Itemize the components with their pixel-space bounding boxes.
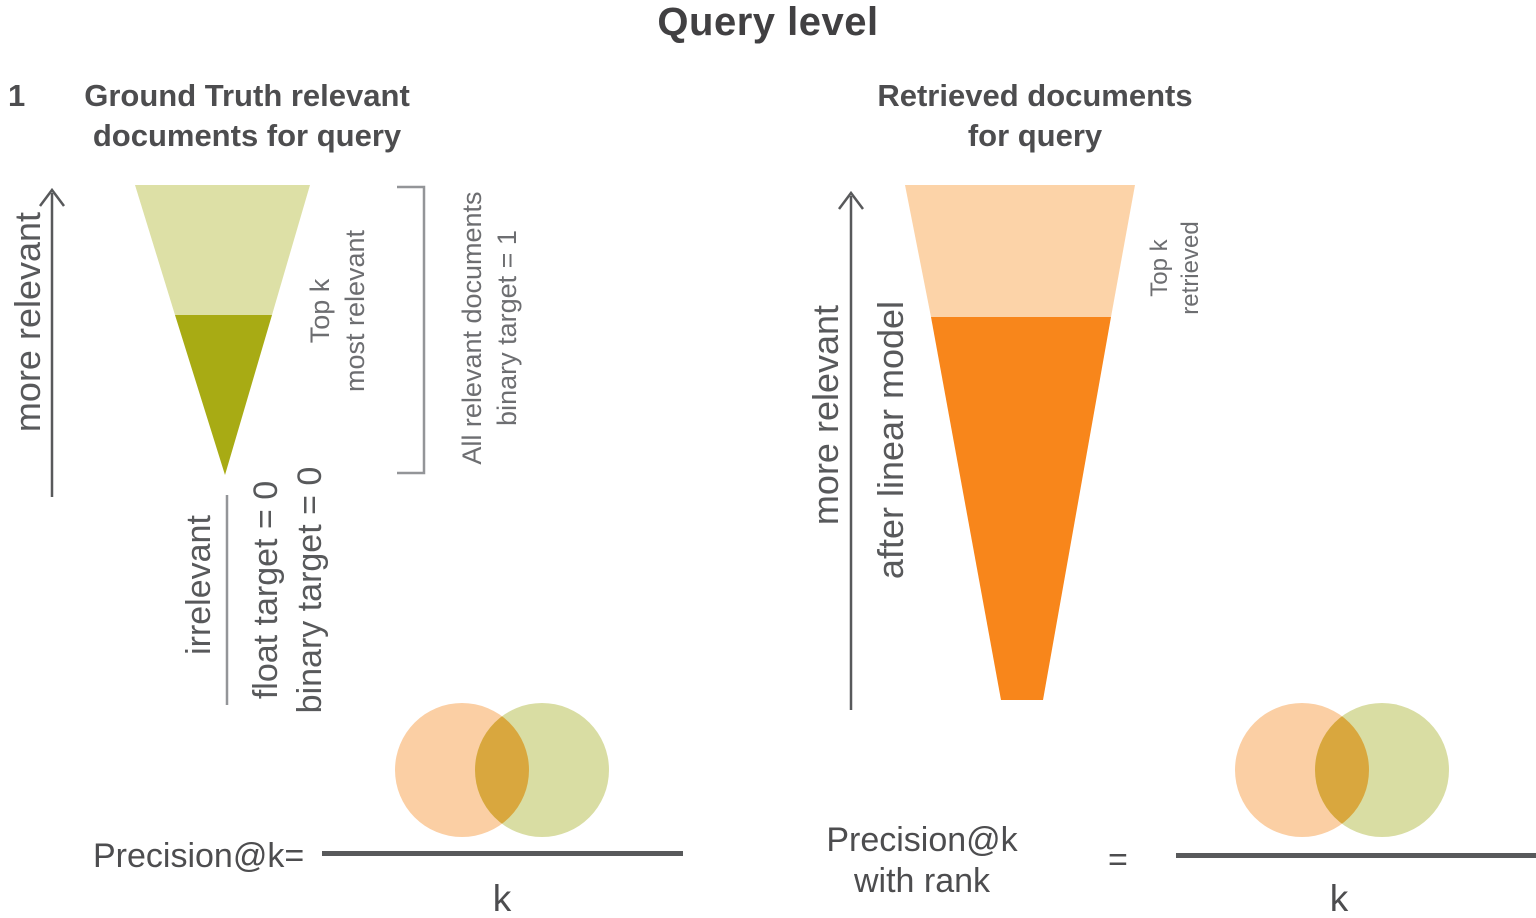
all-relevant-bracket: [397, 185, 426, 475]
ground-truth-funnel-bottom: [175, 315, 272, 475]
retrieved-heading: Retrieved documents for query: [877, 78, 1193, 153]
right-relevance-arrow: [838, 190, 864, 710]
precision-at-k-label: Precision@k=: [93, 837, 305, 875]
right-venn-intersection: [1315, 703, 1369, 837]
right-fraction-bar: [1176, 853, 1536, 858]
left-venn-diagram: [395, 703, 609, 837]
top-k-retrieved-label: Top k retrieved: [1146, 221, 1205, 315]
right-venn-diagram: [1235, 703, 1449, 837]
after-linear-model-label: after linear model: [870, 300, 911, 580]
precision-with-rank-label: Precision@k with rank: [826, 821, 1018, 900]
right-denominator-k: k: [1329, 878, 1349, 918]
retrieved-funnel-top: [905, 185, 1135, 317]
left-venn-intersection: [475, 703, 529, 837]
irrelevant-label: irrelevant: [180, 515, 218, 655]
left-fraction-bar: [322, 851, 683, 856]
page-title: Query level: [657, 0, 879, 44]
all-relevant-documents-label: All relevant documents binary target = 1: [457, 191, 523, 465]
ground-truth-heading: Ground Truth relevant documents for quer…: [84, 78, 410, 153]
step-number: 1: [8, 78, 26, 113]
left-denominator-k: k: [492, 878, 512, 918]
top-k-most-relevant-label: Top k most relevant: [305, 229, 371, 393]
retrieved-funnel-bottom: [931, 317, 1111, 700]
equals-sign: =: [1108, 841, 1128, 879]
target-zero-labels: float target = 0 binary target = 0: [247, 466, 330, 714]
left-relevance-arrow: [39, 187, 65, 497]
ground-truth-funnel-top: [135, 185, 310, 315]
right-more-relevant-label: more relevant: [805, 304, 846, 526]
left-more-relevant-label: more relevant: [7, 211, 48, 433]
